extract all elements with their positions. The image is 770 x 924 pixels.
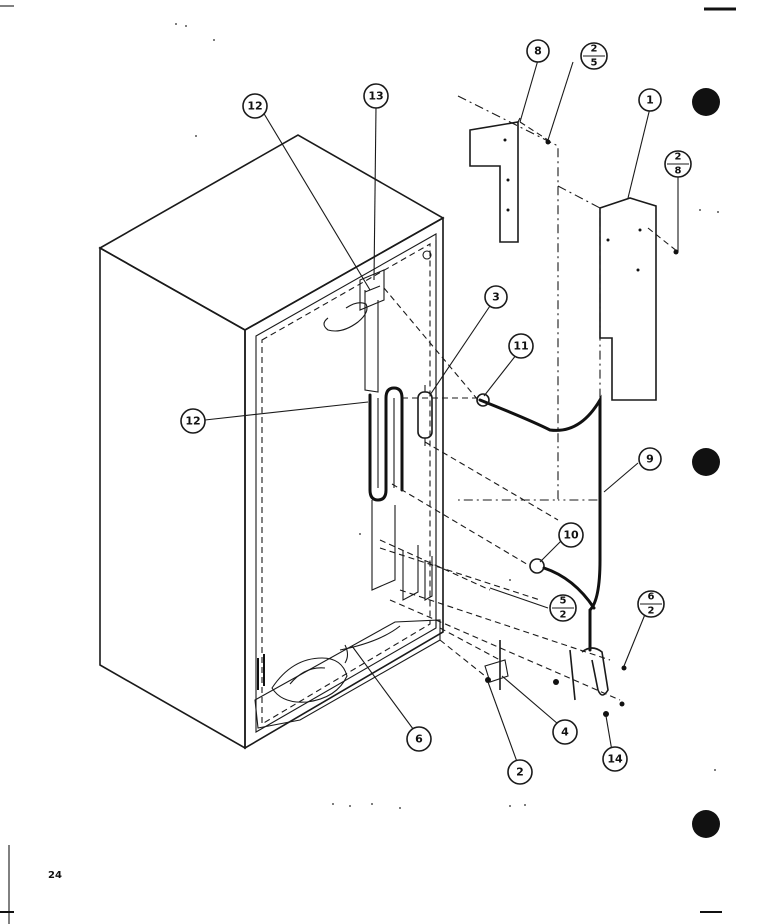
- leader-lines: [379, 121, 679, 701]
- callout-label: 1: [646, 94, 654, 107]
- fraction-numerator: 6: [648, 592, 655, 603]
- scan-speckle: [175, 23, 719, 809]
- callout-label: 14: [607, 753, 623, 766]
- fraction-numerator: 2: [675, 152, 682, 163]
- callout-label: 8: [534, 45, 542, 58]
- condenser-tubing: [323, 269, 433, 664]
- tube-assembly-9: [476, 393, 609, 701]
- fraction-denominator: 8: [675, 166, 682, 177]
- callout-9: 9: [638, 447, 662, 471]
- callout-label: 13: [368, 90, 383, 103]
- callout-label: 11: [513, 340, 528, 353]
- page-number: 24: [48, 870, 62, 881]
- parts-bottom: [484, 139, 679, 717]
- callout-11: 11: [508, 333, 534, 359]
- callout-label: 12: [247, 100, 262, 113]
- callout-label: 9: [646, 453, 654, 466]
- callout-12-top: 12: [242, 93, 268, 119]
- refrigerator-cabinet: [98, 134, 445, 750]
- callout-label: 10: [563, 529, 579, 542]
- callout-label: 2: [516, 766, 524, 779]
- fraction-numerator: 5: [560, 596, 567, 607]
- registration-dot-middle: [692, 448, 720, 476]
- callout-12-middle: 12: [180, 408, 206, 434]
- callout-2: 2: [507, 759, 533, 785]
- callout-label: 3: [492, 291, 500, 304]
- fraction-denominator: 2: [560, 610, 567, 621]
- callout-leaders: [204, 59, 679, 771]
- panel-8: [457, 95, 559, 501]
- callout-10: 10: [558, 522, 584, 548]
- registration-dot-bottom: [692, 810, 720, 838]
- panel-1: [557, 185, 657, 501]
- callout-label: 12: [185, 415, 200, 428]
- fraction-callout-6-2: 6 2: [637, 590, 665, 618]
- callout-label: 4: [561, 726, 569, 739]
- fraction-callout-2-5: 2 5: [580, 42, 608, 70]
- callout-1: 1: [638, 88, 662, 112]
- callout-6: 6: [406, 726, 432, 752]
- registration-dots: [692, 88, 720, 838]
- registration-dot-top: [692, 88, 720, 116]
- fraction-callout-2-8: 2 8: [664, 150, 692, 178]
- callout-3: 3: [484, 285, 508, 309]
- fraction-denominator: 2: [648, 606, 655, 617]
- fraction-numerator: 2: [591, 44, 598, 55]
- callout-14: 14: [602, 746, 628, 772]
- fraction-denominator: 5: [591, 58, 598, 69]
- callout-13: 13: [363, 83, 389, 109]
- fitting-11: [476, 393, 490, 407]
- fraction-callout-5-2: 5 2: [549, 594, 577, 622]
- fitting-10: [529, 558, 545, 574]
- callout-8: 8: [526, 39, 550, 63]
- callout-label: 6: [415, 733, 423, 746]
- callout-4: 4: [552, 719, 578, 745]
- scan-marks: [0, 5, 736, 924]
